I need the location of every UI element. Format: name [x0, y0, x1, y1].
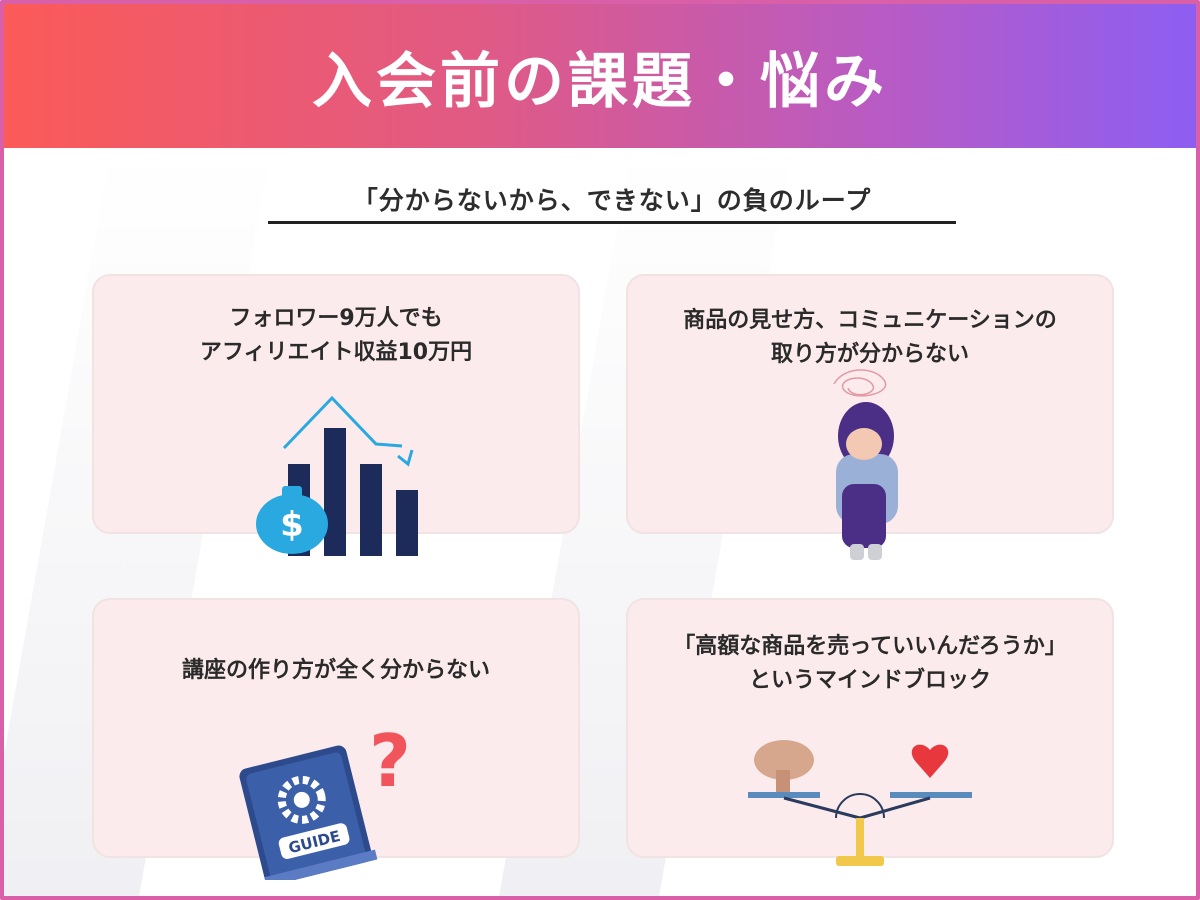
- gear-icon: [277, 775, 326, 824]
- money-bag-icon: $: [256, 486, 328, 554]
- declining-revenue-chart-icon: $: [256, 395, 418, 556]
- card-text: フォロワー9万人でも アフィリエイト収益10万円: [94, 302, 578, 370]
- heart-icon: [911, 744, 949, 778]
- money-symbol: $: [280, 505, 304, 545]
- tangled-thought-icon: [833, 369, 887, 397]
- card-line: フォロワー9万人でも: [229, 306, 443, 331]
- scale-base: [836, 856, 884, 866]
- subtitle: 「分からないから、できない」の負のループ: [352, 185, 872, 215]
- chart-bar: [396, 490, 418, 556]
- card-line: アフィリエイト収益10万円: [199, 340, 473, 365]
- chart-bar: [324, 428, 346, 556]
- sock: [850, 544, 864, 560]
- scale-pan-left: [748, 792, 820, 798]
- card-line: 取り方が分からない: [770, 342, 969, 367]
- legs: [842, 484, 886, 548]
- balance-scale-icon: [748, 740, 972, 866]
- subtitle-block: 「分からないから、できない」の負のループ: [268, 176, 956, 224]
- face: [846, 428, 882, 460]
- guide-book-icon: GUIDE ?: [239, 719, 411, 880]
- trend-arrow-head: [397, 449, 414, 467]
- brain-icon: [754, 740, 814, 792]
- card-text: 「高額な商品を売っていいんだろうか」 というマインドブロック: [628, 630, 1112, 698]
- card-text: 商品の見せ方、コミュニケーションの 取り方が分からない: [628, 304, 1112, 372]
- scale-stand: [856, 818, 864, 858]
- card-line: 講座の作り方が全く分からない: [181, 658, 490, 683]
- card-line: というマインドブロック: [748, 668, 991, 693]
- book-pages: [264, 849, 378, 880]
- card-mind-block: 「高額な商品を売っていいんだろうか」 というマインドブロック: [626, 598, 1114, 858]
- gear-center: [293, 791, 310, 808]
- card-line: 「高額な商品を売っていいんだろうか」: [673, 634, 1067, 659]
- question-mark-icon: ?: [369, 719, 411, 803]
- chart-bar: [360, 464, 382, 556]
- card-text: 講座の作り方が全く分からない: [94, 654, 578, 688]
- sock: [868, 544, 882, 560]
- scale-pan-right: [890, 792, 972, 798]
- scale-dial: [835, 793, 885, 819]
- scale-arm: [783, 796, 861, 820]
- guide-label-box: [278, 823, 350, 859]
- scale-arm: [859, 796, 931, 820]
- page-title: 入会前の課題・悩み: [312, 46, 888, 117]
- header-banner: 入会前の課題・悩み: [4, 4, 1196, 148]
- worried-woman-icon: [833, 369, 898, 560]
- trend-line: [282, 395, 403, 450]
- card-line: 商品の見せ方、コミュニケーションの: [683, 308, 1057, 333]
